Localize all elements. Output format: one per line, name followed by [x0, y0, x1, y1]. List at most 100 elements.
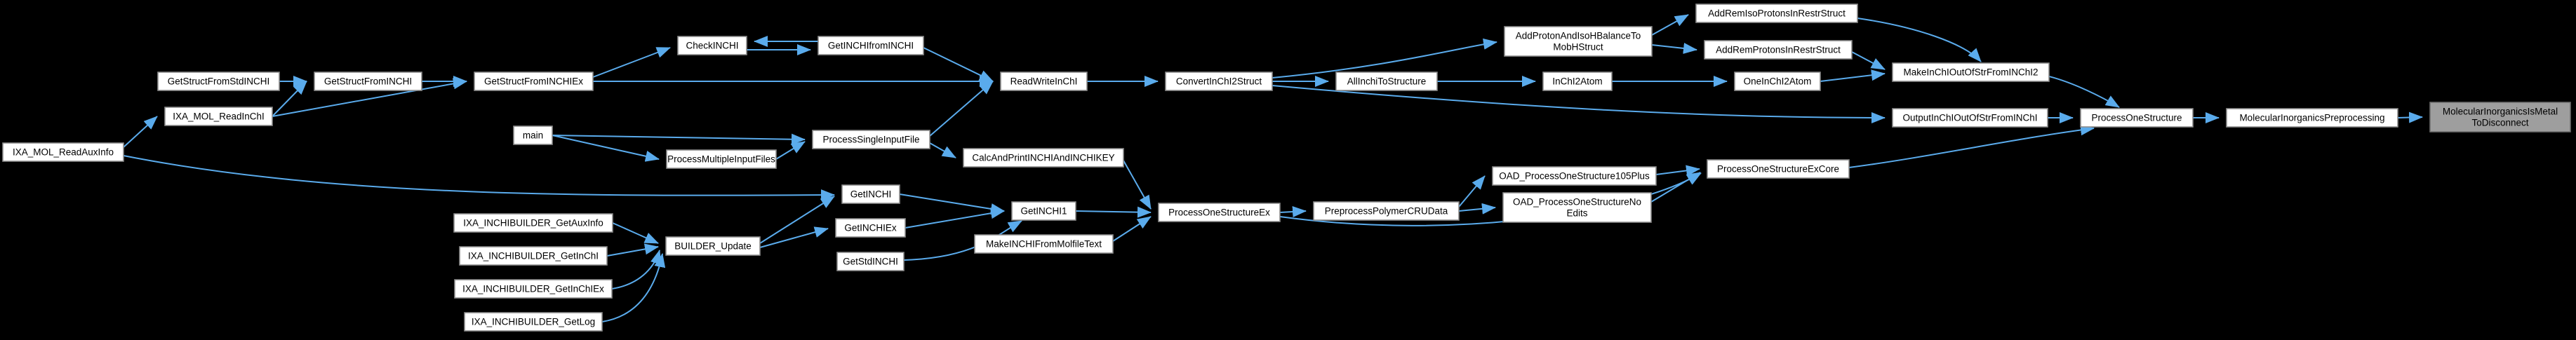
edge-ProcessOneStructureExCore-to-ProcessOneStructure: [1848, 124, 2095, 168]
edge-ConvertInChI2Struct-to-AddProtonAndIsoHBalanceToMobHStruct: [1272, 38, 1497, 79]
node-label: OutputInChIOutOfStrFromINChI: [1902, 113, 2037, 123]
edges: [123, 14, 2423, 322]
node-label: AddRemIsoProtonsInRestrStruct: [1708, 8, 1846, 19]
node-CheckINCHI[interactable]: CheckINCHI: [677, 36, 747, 55]
node-label: GetStructFromINCHI: [324, 76, 412, 87]
node-ProcessOneStructure[interactable]: ProcessOneStructure: [2080, 108, 2194, 128]
edge-MakeInChIOutOfStrFromINChI2-to-ProcessOneStructure: [2048, 76, 2120, 108]
node-label: IXA_INCHIBUILDER_GetInChI: [468, 251, 599, 261]
edge-IXA_INCHIBUILDER_GetLog-to-BUILDER_Update: [601, 253, 666, 322]
edge-ProcessSingleInputFile-to-CalcAndPrintINCHIAndINCHIKEY: [929, 142, 956, 158]
nodes: GetStructFromStdINCHI GetStructFromINCHI G…: [2, 4, 2571, 332]
node-GetINCHI[interactable]: GetINCHI: [841, 184, 900, 204]
node-MakeInChIOutOfStrFromINChI2[interactable]: MakeInChIOutOfStrFromINChI2: [1892, 62, 2050, 82]
edge-IXA_MOL_ReadInChI-to-GetStructFromINCHIEx: [272, 78, 467, 117]
node-GetStructFromINCHIEx[interactable]: GetStructFromINCHIEx: [474, 72, 594, 91]
node-GetStructFromStdINCHI[interactable]: GetStructFromStdINCHI: [157, 72, 280, 91]
edge-BUILDER_Update-to-GetINCHI: [759, 196, 835, 244]
node-BUILDER_Update[interactable]: BUILDER_Update: [665, 236, 761, 256]
edge-AddRemIsoProtonsInRestrStruct-to-MakeInChIOutOfStrFromINChI2: [1857, 18, 1982, 62]
node-label: CalcAndPrintINCHIAndINCHIKEY: [972, 153, 1114, 163]
node-GetINCHIfromINCHI[interactable]: GetINCHIfromINCHI: [817, 36, 924, 55]
node-label: PreprocessPolymerCRUData: [1325, 206, 1448, 217]
node-label: GetINCHIEx: [844, 223, 897, 233]
node-ProcessOneStructureExCore[interactable]: ProcessOneStructureExCore: [1707, 159, 1850, 179]
node-GetStdINCHI[interactable]: GetStdINCHI: [836, 252, 905, 271]
edge-AddRemProtonsInRestrStruct-to-MakeInChIOutOfStrFromINChI2: [1851, 51, 1886, 70]
node-InChI2Atom[interactable]: InChI2Atom: [1542, 72, 1613, 91]
node-label: MakeInChIOutOfStrFromINChI2: [1903, 67, 2038, 78]
edge-PreprocessPolymerCRUData-to-OAD_ProcessOneStructure105Plus: [1458, 175, 1486, 208]
node-CalcAndPrintINCHIAndINCHIKEY[interactable]: CalcAndPrintINCHIAndINCHIKEY: [963, 148, 1124, 168]
node-label: ReadWriteInChI: [1010, 76, 1078, 87]
node-MakeINCHIFromMolfileText[interactable]: MakeINCHIFromMolfileText: [974, 234, 1114, 254]
node-label: ProcessMultipleInputFiles: [667, 154, 775, 165]
edge-IXA_INCHIBUILDER_GetInChI-to-BUILDER_Update: [606, 243, 659, 257]
edge-PreprocessPolymerCRUData-to-OAD_ProcessOneStructureNoEdits: [1458, 203, 1496, 215]
node-OAD_ProcessOneStructure105Plus[interactable]: OAD_ProcessOneStructure105Plus: [1492, 166, 1657, 186]
edge-OAD_ProcessOneStructureNoEdits-to-ProcessOneStructureExCore: [1650, 172, 1701, 203]
node-label: GetINCHIfromINCHI: [828, 41, 914, 51]
node-label: ProcessSingleInputFile: [822, 135, 919, 145]
node-AddRemProtonsInRestrStruct[interactable]: AddRemProtonsInRestrStruct: [1704, 40, 1853, 60]
node-IXA_INCHIBUILDER_GetLog[interactable]: IXA_INCHIBUILDER_GetLog: [464, 312, 603, 332]
node-OutputInChIOutOfStrFromINChI[interactable]: OutputInChIOutOfStrFromINChI: [1892, 108, 2048, 128]
edge-IXA_MOL_ReadAuxInfo-to-IXA_MOL_ReadInChI: [123, 116, 158, 148]
edge-main-to-ProcessMultipleInputFiles: [552, 135, 660, 162]
node-GetStructFromINCHI[interactable]: GetStructFromINCHI: [314, 72, 422, 91]
node-ProcessOneStructureEx[interactable]: ProcessOneStructureEx: [1158, 203, 1281, 222]
edge-CalcAndPrintINCHIAndINCHIKEY-to-ProcessOneStructureEx: [1123, 160, 1152, 210]
node-ProcessSingleInputFile[interactable]: ProcessSingleInputFile: [812, 130, 930, 149]
node-IXA_INCHIBUILDER_GetInChIEx[interactable]: IXA_INCHIBUILDER_GetInChIEx: [454, 279, 613, 299]
node-ConvertInChI2Struct[interactable]: ConvertInChI2Struct: [1165, 72, 1273, 91]
node-label: BUILDER_Update: [674, 241, 752, 252]
node-label: Edits: [1566, 208, 1587, 219]
node-IXA_INCHIBUILDER_GetAuxInfo[interactable]: IXA_INCHIBUILDER_GetAuxInfo: [453, 213, 613, 233]
node-label: GetStdINCHI: [843, 257, 898, 267]
node-label: OneInChI2Atom: [1744, 76, 1812, 87]
node-label: MolecularInorganicsIsMetal: [2443, 107, 2558, 117]
node-label: MolecularInorganicsPreprocessing: [2239, 113, 2384, 123]
node-OneInChI2Atom[interactable]: OneInChI2Atom: [1734, 72, 1821, 91]
node-label: ConvertInChI2Struct: [1176, 76, 1262, 87]
edge-OneInChI2Atom-to-MakeInChIOutOfStrFromINChI2: [1820, 69, 1886, 82]
edge-OAD_ProcessOneStructure105Plus-to-ProcessOneStructureExCore: [1655, 165, 1700, 177]
node-IXA_MOL_ReadAuxInfo[interactable]: IXA_MOL_ReadAuxInfo: [2, 142, 124, 162]
node-ReadWriteInChI[interactable]: ReadWriteInChI: [1000, 72, 1088, 91]
node-label: ToDisconnect: [2471, 118, 2528, 128]
node-label: MakeINCHIFromMolfileText: [986, 239, 1102, 250]
node-label: GetINCHI1: [1020, 206, 1067, 217]
edge-IXA_MOL_ReadInChI-to-GetStructFromINCHI: [272, 81, 307, 117]
node-MolecularInorganicsPreprocessing[interactable]: MolecularInorganicsPreprocessing: [2226, 108, 2398, 128]
node-AddRemIsoProtonsInRestrStruct[interactable]: AddRemIsoProtonsInRestrStruct: [1695, 4, 1858, 23]
edge-GetINCHIfromINCHI-to-ReadWriteInChI: [923, 47, 994, 82]
node-label: AddRemProtonsInRestrStruct: [1716, 45, 1841, 55]
node-main[interactable]: main: [513, 125, 553, 145]
node-IXA_INCHIBUILDER_GetInChI[interactable]: IXA_INCHIBUILDER_GetInChI: [459, 246, 608, 266]
node-label: IXA_INCHIBUILDER_GetInChIEx: [462, 284, 604, 294]
edge-MakeINCHIFromMolfileText-to-ProcessOneStructureEx: [1112, 216, 1152, 242]
node-label: GetStructFromStdINCHI: [168, 76, 270, 87]
node-label: InChI2Atom: [1552, 76, 1602, 87]
node-label: OAD_ProcessOneStructure105Plus: [1499, 171, 1650, 182]
node-label: CheckINCHI: [686, 41, 738, 51]
edge-IXA_INCHIBUILDER_GetAuxInfo-to-BUILDER_Update: [612, 222, 659, 244]
edge-AddProtonAndIsoHBalanceToMobHStruct-to-AddRemIsoProtonsInRestrStruct: [1651, 14, 1689, 36]
node-IXA_MOL_ReadInChI[interactable]: IXA_MOL_ReadInChI: [164, 107, 273, 126]
node-ProcessMultipleInputFiles[interactable]: ProcessMultipleInputFiles: [666, 149, 777, 169]
node-GetINCHI1[interactable]: GetINCHI1: [1011, 201, 1076, 221]
node-label: IXA_MOL_ReadInChI: [173, 111, 265, 122]
node-GetINCHIEx[interactable]: GetINCHIEx: [835, 218, 906, 238]
node-label: AllInchiToStructure: [1347, 76, 1427, 87]
node-PreprocessPolymerCRUData[interactable]: PreprocessPolymerCRUData: [1313, 201, 1460, 221]
edge-ProcessMultipleInputFiles-to-ProcessSingleInputFile: [775, 141, 806, 160]
edge-BUILDER_Update-to-GetINCHIEx: [759, 226, 829, 248]
node-label: ProcessOneStructureExCore: [1717, 164, 1839, 175]
edge-GetINCHI1-to-ProcessOneStructureEx: [1075, 206, 1152, 218]
node-AllInchiToStructure[interactable]: AllInchiToStructure: [1335, 72, 1438, 91]
node-label: AddProtonAndIsoHBalanceTo: [1516, 31, 1641, 41]
